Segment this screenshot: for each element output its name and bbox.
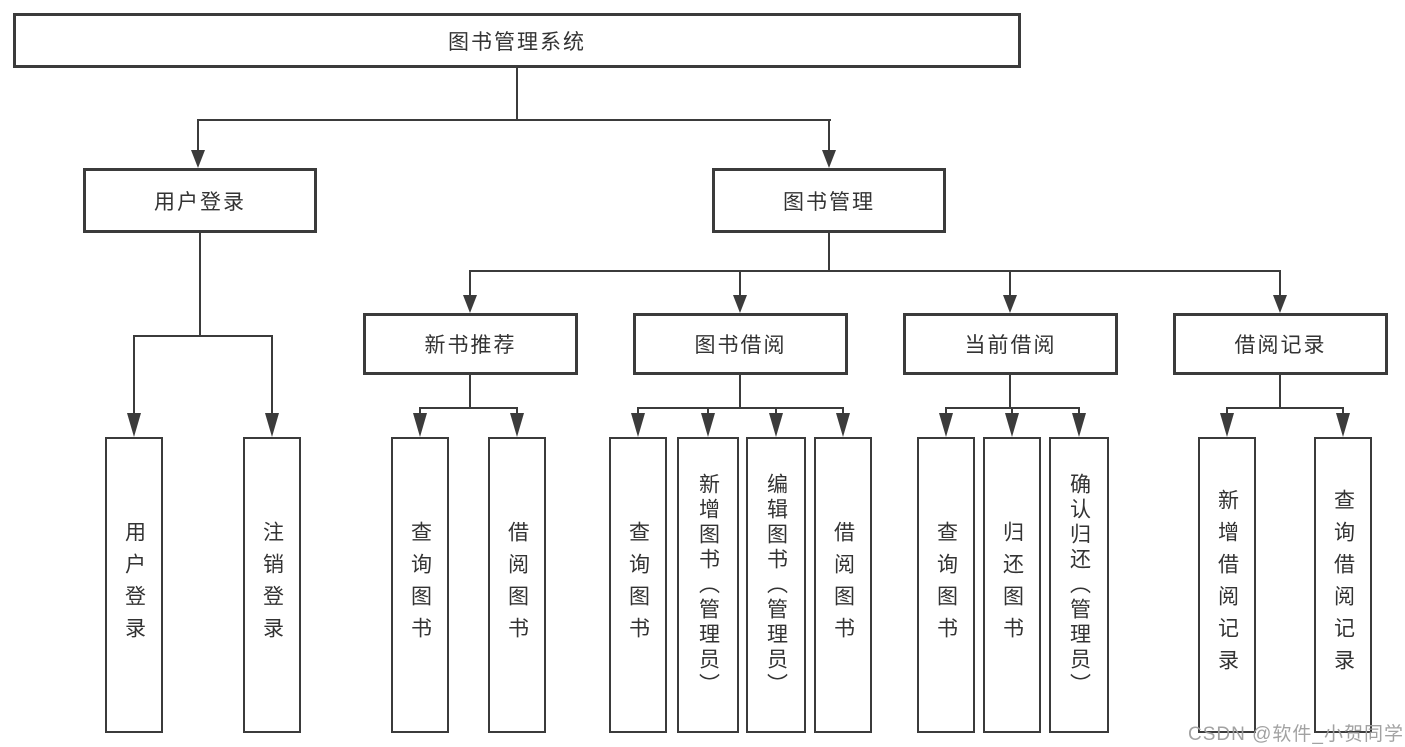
node-book-mgmt-label: 图书管理 bbox=[783, 190, 875, 214]
arrow-down-icon bbox=[191, 150, 205, 168]
connector-hline bbox=[1226, 407, 1344, 409]
node-borrow-records-label: 借阅记录 bbox=[1234, 334, 1327, 357]
leaf-borrow-books-recommend-label: 借阅图书 bbox=[505, 521, 529, 649]
arrow-down-icon bbox=[939, 413, 953, 437]
connector-vline bbox=[1226, 407, 1228, 417]
connector-vline bbox=[739, 270, 741, 297]
arrow-down-icon bbox=[631, 413, 645, 437]
arrow-down-icon bbox=[701, 413, 715, 437]
connector-vline bbox=[842, 407, 844, 417]
leaf-query-books-recommend: 查询图书 bbox=[391, 437, 449, 733]
connector-vline bbox=[1011, 407, 1013, 417]
arrow-down-icon bbox=[769, 413, 783, 437]
leaf-return-book: 归还图书 bbox=[983, 437, 1041, 733]
leaf-add-borrow-record: 新增借阅记录 bbox=[1198, 437, 1256, 733]
connector-vline bbox=[516, 68, 518, 120]
connector-vline bbox=[419, 407, 421, 417]
leaf-user-login-label: 用户登录 bbox=[122, 521, 146, 649]
connector-vline bbox=[271, 335, 273, 418]
leaf-add-borrow-record-label: 新增借阅记录 bbox=[1215, 489, 1239, 681]
connector-vline bbox=[739, 375, 741, 409]
connector-vline bbox=[1009, 375, 1011, 409]
node-current-borrow-label: 当前借阅 bbox=[964, 334, 1057, 357]
node-book-mgmt: 图书管理 bbox=[712, 168, 946, 233]
connector-hline bbox=[419, 407, 518, 409]
connector-vline bbox=[1279, 375, 1281, 409]
connector-vline bbox=[637, 407, 639, 417]
arrow-down-icon bbox=[733, 295, 747, 313]
node-new-book-recommend: 新书推荐 bbox=[363, 313, 578, 375]
leaf-add-book-admin-label: 新增图书（管理员） bbox=[696, 472, 720, 698]
connector-vline bbox=[828, 233, 830, 272]
connector-vline bbox=[516, 407, 518, 417]
leaf-query-books-current: 查询图书 bbox=[917, 437, 975, 733]
connector-vline bbox=[945, 407, 947, 417]
connector-vline bbox=[197, 119, 199, 152]
node-book-borrow: 图书借阅 bbox=[633, 313, 848, 375]
connector-vline bbox=[775, 407, 777, 417]
connector-vline bbox=[469, 270, 471, 297]
node-root: 图书管理系统 bbox=[13, 13, 1021, 68]
connector-hline bbox=[133, 335, 273, 337]
connector-vline bbox=[1009, 270, 1011, 297]
node-user-login: 用户登录 bbox=[83, 168, 317, 233]
leaf-edit-book-admin: 编辑图书（管理员） bbox=[746, 437, 806, 733]
leaf-logout-label: 注销登录 bbox=[260, 521, 284, 649]
leaf-query-books-borrow-label: 查询图书 bbox=[626, 521, 650, 649]
leaf-borrow-books-recommend: 借阅图书 bbox=[488, 437, 546, 733]
arrow-down-icon bbox=[1005, 413, 1019, 437]
arrow-down-icon bbox=[510, 413, 524, 437]
arrow-down-icon bbox=[836, 413, 850, 437]
arrow-down-icon bbox=[1336, 413, 1350, 437]
arrow-down-icon bbox=[265, 413, 279, 437]
leaf-confirm-return-admin: 确认归还（管理员） bbox=[1049, 437, 1109, 733]
connector-vline bbox=[707, 407, 709, 417]
connector-vline bbox=[133, 335, 135, 418]
leaf-query-borrow-record: 查询借阅记录 bbox=[1314, 437, 1372, 733]
leaf-edit-book-admin-label: 编辑图书（管理员） bbox=[764, 472, 788, 698]
node-root-label: 图书管理系统 bbox=[448, 30, 586, 54]
connector-vline bbox=[469, 375, 471, 409]
leaf-query-books-recommend-label: 查询图书 bbox=[408, 521, 432, 649]
leaf-add-book-admin: 新增图书（管理员） bbox=[677, 437, 739, 733]
connector-vline bbox=[1342, 407, 1344, 417]
arrow-down-icon bbox=[1220, 413, 1234, 437]
connector-hline bbox=[637, 407, 844, 409]
connector-vline bbox=[1078, 407, 1080, 417]
arrow-down-icon bbox=[822, 150, 836, 168]
node-borrow-records: 借阅记录 bbox=[1173, 313, 1388, 375]
node-book-borrow-label: 图书借阅 bbox=[694, 334, 787, 357]
connector-hline bbox=[197, 119, 831, 121]
node-current-borrow: 当前借阅 bbox=[903, 313, 1118, 375]
leaf-return-book-label: 归还图书 bbox=[1000, 521, 1024, 649]
node-user-login-label: 用户登录 bbox=[154, 190, 246, 214]
arrow-down-icon bbox=[127, 413, 141, 437]
leaf-query-books-current-label: 查询图书 bbox=[934, 521, 958, 649]
arrow-down-icon bbox=[1273, 295, 1287, 313]
arrow-down-icon bbox=[413, 413, 427, 437]
leaf-confirm-return-admin-label: 确认归还（管理员） bbox=[1067, 472, 1091, 698]
leaf-borrow-books-borrow: 借阅图书 bbox=[814, 437, 872, 733]
connector-hline bbox=[469, 270, 1281, 272]
leaf-user-login: 用户登录 bbox=[105, 437, 163, 733]
leaf-query-borrow-record-label: 查询借阅记录 bbox=[1331, 489, 1355, 681]
connector-vline bbox=[828, 119, 830, 152]
csdn-watermark: CSDN @软件_小贺同学 bbox=[1188, 724, 1404, 745]
arrow-down-icon bbox=[1003, 295, 1017, 313]
leaf-logout: 注销登录 bbox=[243, 437, 301, 733]
connector-vline bbox=[1279, 270, 1281, 297]
leaf-borrow-books-borrow-label: 借阅图书 bbox=[831, 521, 855, 649]
node-new-book-recommend-label: 新书推荐 bbox=[424, 334, 517, 357]
arrow-down-icon bbox=[463, 295, 477, 313]
leaf-query-books-borrow: 查询图书 bbox=[609, 437, 667, 733]
arrow-down-icon bbox=[1072, 413, 1086, 437]
connector-vline bbox=[199, 233, 201, 336]
